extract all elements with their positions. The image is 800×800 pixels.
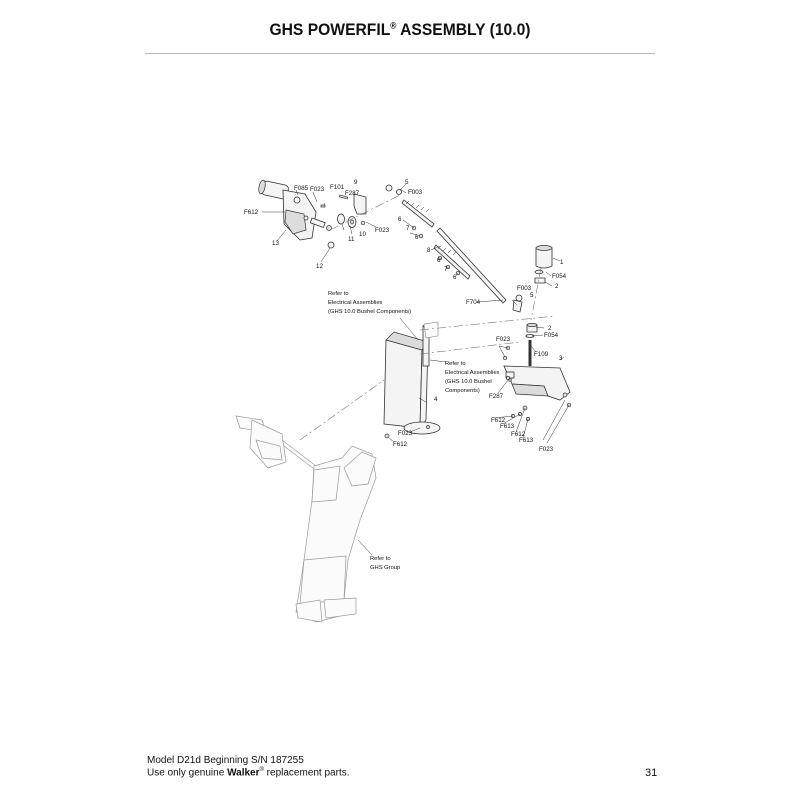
title-registered-mark: ® [390,20,397,31]
title-tail: ASSEMBLY (10.0) [396,20,531,39]
motor-mount-bracket [383,321,441,439]
callout-6: 6 [415,234,419,241]
callout-f613: F613 [500,423,515,430]
note-line: Refer to [370,556,391,562]
footer-text: Use only genuine [147,767,228,779]
pivot-parts-right [525,245,553,366]
callout-6: 6 [437,257,441,264]
callout-f612: F612 [491,417,506,424]
note-line: Components) [445,388,480,394]
callout-12: 12 [316,263,323,270]
note-line: (GHS 10.0 Bushel [445,379,492,385]
page-title: GHS POWERFIL® ASSEMBLY (10.0) [32,20,768,40]
note-line: Refer to [445,361,466,367]
callout-2: 2 [548,325,552,332]
callout-labels: F085 F023 F101 9 F287 5 F003 F612 13 11 … [244,179,567,453]
callout-f023: F023 [496,336,511,343]
callout-f023: F023 [310,186,325,193]
callout-f287: F287 [345,190,360,197]
callout-f101: F101 [330,184,345,191]
callout-10: 10 [359,231,366,238]
note-line: Electrical Assemblies [445,370,500,376]
leader-lines [262,183,570,556]
callout-7: 7 [406,225,410,232]
callout-3: 3 [559,355,563,362]
callout-f003: F003 [517,285,532,292]
callout-7: 7 [444,266,448,273]
reference-note-electrical-2: Refer to Electrical Assemblies (GHS 10.0… [445,361,500,394]
hardware-stack-top [320,193,367,249]
callout-f287: F287 [489,393,504,400]
note-line: GHS Group [370,565,400,571]
reference-note-electrical-1: Refer to Electrical Assemblies (GHS 10.0… [328,291,411,315]
callout-11: 11 [348,236,355,243]
title-text: GHS POWERFIL [269,20,391,39]
callout-6: 6 [453,274,457,281]
callout-f612: F612 [393,441,408,448]
linkage-rod-upper [385,184,523,313]
footer-brand: Walker [227,767,260,779]
ghs-group-outline [235,415,377,623]
callout-5: 5 [405,179,409,186]
callout-5: 5 [530,292,534,299]
actuator-motor-top [258,179,332,241]
callout-8: 8 [427,247,431,254]
note-line: Refer to [328,291,349,297]
callout-4: 4 [434,396,438,403]
page-number: 31 [645,767,658,779]
callout-f704: F704 [466,299,481,306]
support-bracket [502,345,572,421]
callout-f612: F612 [244,209,259,216]
callout-6: 6 [398,216,402,223]
callout-2: 2 [555,283,559,290]
callout-f054: F054 [552,273,567,280]
footer-text: replacement parts. [263,767,350,779]
callout-9: 9 [354,179,358,186]
note-line: (GHS 10.0 Bushel Components) [328,309,411,315]
callout-f023: F023 [539,446,554,453]
callout-f612: F612 [511,431,526,438]
callout-f085: F085 [294,185,309,192]
callout-1: 1 [560,259,564,266]
footer-model: Model D21d Beginning S/N 187255 [147,755,304,766]
header-divider [145,53,655,54]
note-line: Electrical Assemblies [328,300,383,306]
callout-13: 13 [272,240,279,247]
footer-registered-mark: ® [259,767,264,773]
reference-note-ghs-group: Refer to GHS Group [370,556,400,571]
callout-f054: F054 [544,332,559,339]
callout-f023: F023 [398,430,413,437]
footer-disclaimer: Use only genuine Walker® replacement par… [147,767,350,778]
callout-f023: F023 [375,227,390,234]
callout-f613: F613 [519,437,534,444]
callout-f109: F109 [534,351,549,358]
callout-f003: F003 [408,189,423,196]
